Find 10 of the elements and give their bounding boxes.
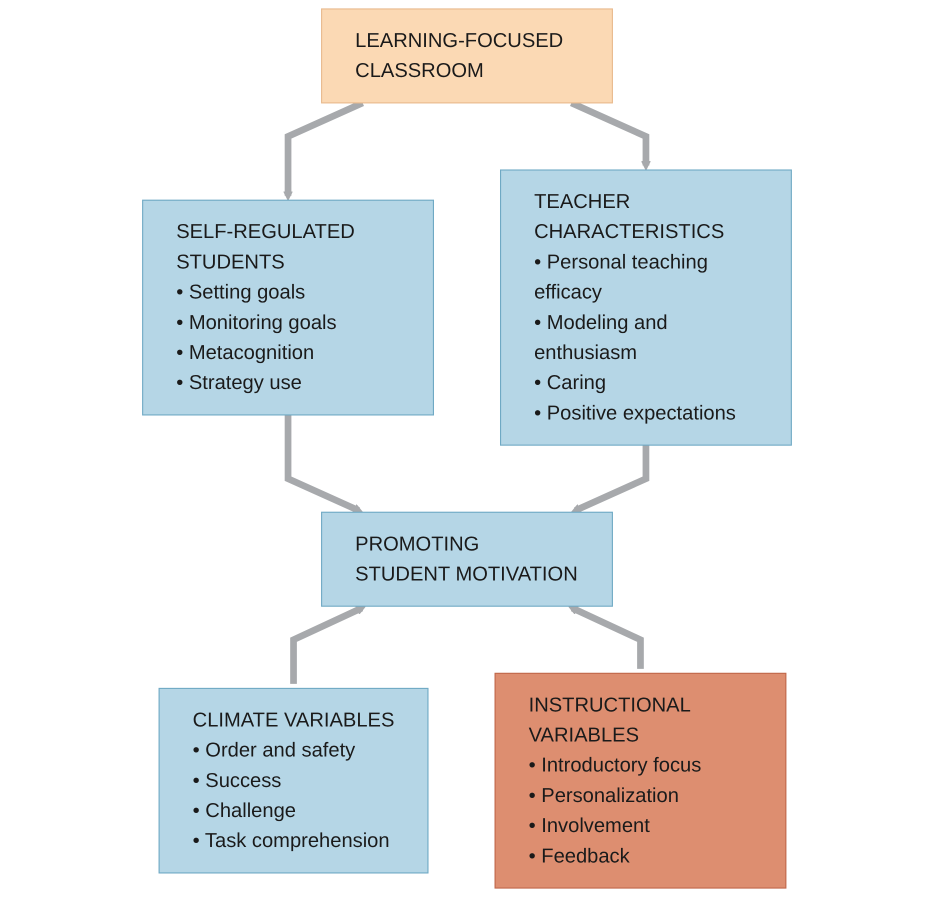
node-box: INSTRUCTIONAL VARIABLES • Introductory focus • Personalization • Involvement • Feedback xyxy=(494,672,786,889)
node-box: CLIMATE VARIABLES • Order and safety • Success • Challenge • Task comprehension xyxy=(158,688,429,874)
node-box: LEARNING-FOCUSED CLASSROOM xyxy=(321,8,613,104)
node-box: SELF-REGULATED STUDENTS • Setting goals • Monitoring goals • Metacognition • Strategy use xyxy=(142,200,434,416)
arrow xyxy=(284,414,364,514)
node-box: TEACHER CHARACTERISTICS • Personal teaching efficacy • Modeling and enthusiasm • Caring • Positive expectations xyxy=(500,169,792,446)
node-box: PROMOTING STUDENT MOTIVATION xyxy=(321,512,613,607)
arrow xyxy=(290,605,366,684)
arrow xyxy=(568,605,644,669)
arrow xyxy=(570,445,650,514)
